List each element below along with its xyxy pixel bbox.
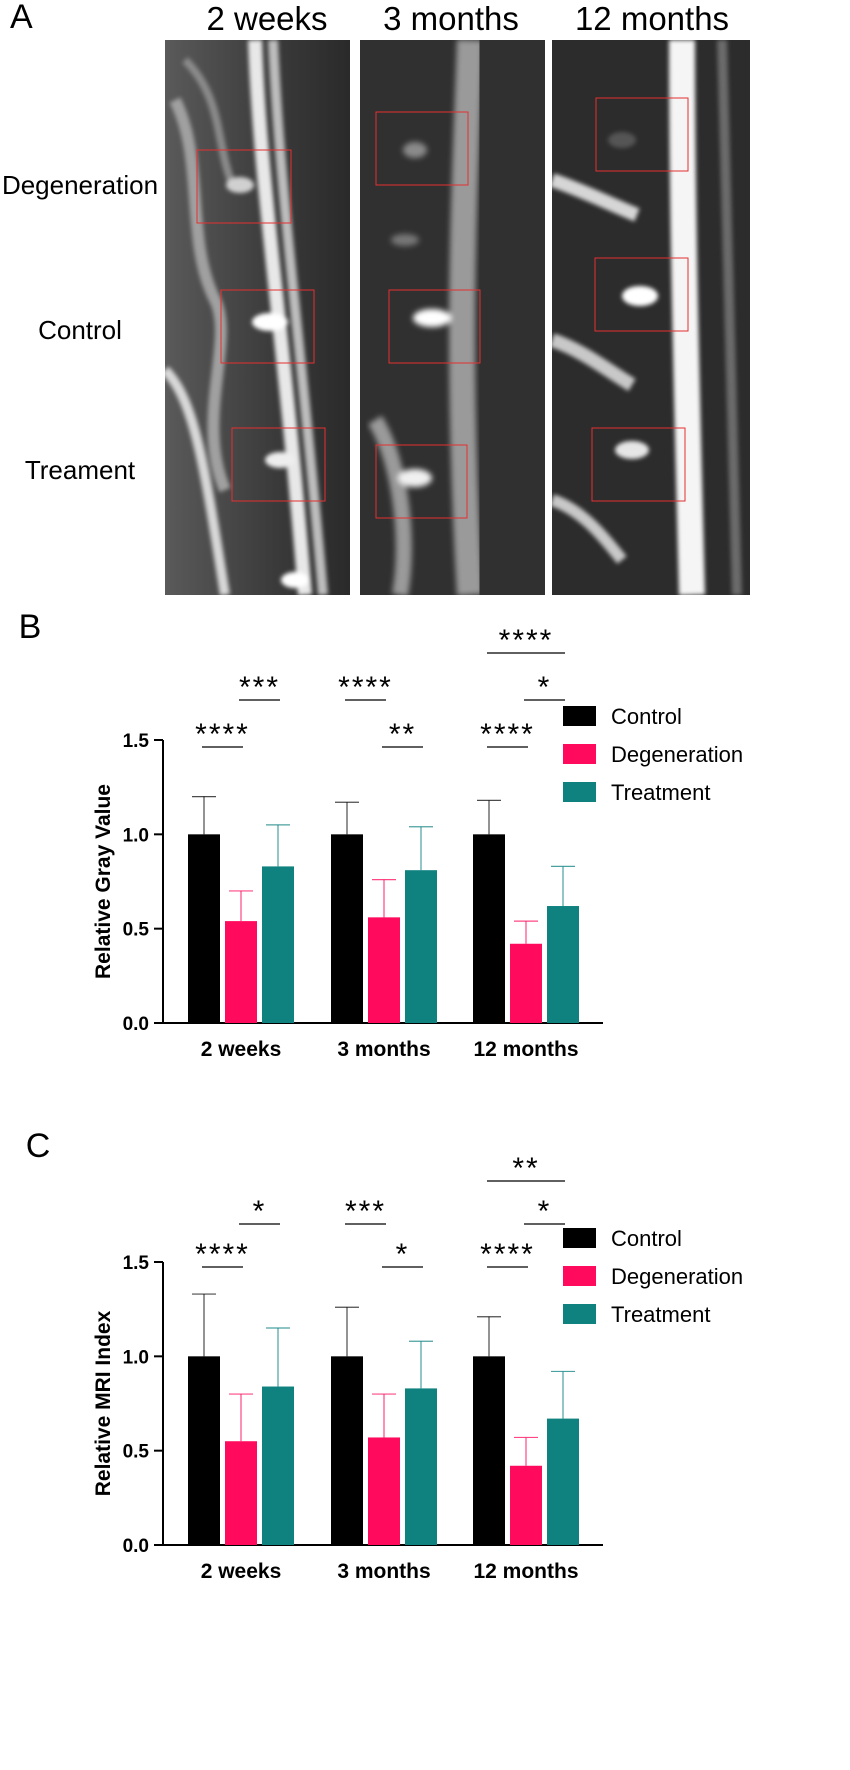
chart-c-bar [473, 1356, 505, 1545]
chart-c-legend-label: Treatment [611, 1302, 710, 1327]
mri-image-3-months [360, 40, 545, 595]
chart-c-bar [547, 1418, 579, 1545]
chart-c-significance-label: *** [345, 1195, 386, 1228]
column-header-12-months: 12 months [574, 0, 730, 37]
row-label-control: Control [38, 315, 122, 345]
chart-c-significance-label: * [538, 1195, 552, 1228]
chart-b-significance-label: **** [480, 718, 535, 751]
chart-b-bar [188, 834, 220, 1023]
chart-b-bar [368, 917, 400, 1023]
chart-c-y-tick-label: 0.5 [123, 1442, 150, 1463]
chart-b-x-tick-label: 12 months [473, 1038, 578, 1061]
chart-b-y-tick-label: 0.5 [123, 920, 150, 941]
chart-b-bar [510, 943, 542, 1023]
chart-c-legend-swatch [563, 1304, 596, 1324]
chart-c-legend-swatch [563, 1266, 596, 1286]
chart-b-significance-label: **** [195, 718, 250, 751]
chart-b-bar [262, 866, 294, 1023]
chart-c-significance-label: * [396, 1238, 410, 1271]
chart-c-bar [225, 1441, 257, 1545]
row-label-degeneration: Degeneration [1, 170, 159, 200]
chart-b-legend-label: Control [611, 704, 682, 729]
chart-b-bar [225, 921, 257, 1023]
chart-b-significance-label: *** [239, 671, 280, 704]
mri-image-2-weeks [165, 40, 350, 595]
chart-c-y-tick-label: 1.5 [123, 1253, 150, 1274]
chart-c-x-tick-label: 3 months [337, 1560, 430, 1583]
chart-c-legend-label: Control [611, 1226, 682, 1251]
column-header-3-months: 3 months [383, 0, 519, 37]
chart-c-significance-label: ** [512, 1152, 539, 1185]
chart-b-bar [405, 870, 437, 1023]
chart-c-significance-label: **** [195, 1238, 250, 1271]
row-label-treatment: Treament [24, 455, 136, 485]
chart-c-panel-letter: C [26, 1127, 51, 1165]
chart-b-significance-label: **** [338, 671, 393, 704]
chart-b-bar [473, 834, 505, 1023]
chart-c-x-tick-label: 12 months [473, 1560, 578, 1583]
chart-c-bar [405, 1388, 437, 1545]
chart-c-bar [188, 1356, 220, 1545]
chart-b-y-tick-label: 0.0 [123, 1014, 149, 1035]
chart-c-significance-label: **** [480, 1238, 535, 1271]
chart-b-significance-label: **** [499, 624, 554, 657]
chart-b-legend-swatch [563, 782, 596, 802]
chart-b-x-tick-label: 2 weeks [201, 1038, 282, 1061]
chart-c-y-tick-label: 0.0 [123, 1536, 149, 1557]
chart-b-y-axis-label: Relative Gray Value [92, 784, 115, 979]
chart-c-x-tick-label: 2 weeks [201, 1560, 282, 1583]
chart-b-legend-swatch [563, 744, 596, 764]
chart-c-y-axis-label: Relative MRI Index [92, 1310, 115, 1496]
chart-b-legend-label: Degeneration [611, 742, 743, 767]
chart-b-y-tick-label: 1.5 [123, 731, 150, 752]
column-header-2-weeks: 2 weeks [206, 0, 328, 37]
panel-a-letter: A [10, 0, 33, 36]
chart-b-significance-label: * [538, 671, 552, 704]
chart-b-legend-swatch [563, 706, 596, 726]
mri-image-12-months [552, 40, 750, 595]
chart-b-panel-letter: B [19, 608, 42, 646]
chart-c-bar [331, 1356, 363, 1545]
chart-b-bar [547, 906, 579, 1023]
chart-c-y-tick-label: 1.0 [123, 1347, 149, 1368]
chart-b-y-tick-label: 1.0 [123, 825, 149, 846]
chart-b-x-tick-label: 3 months [337, 1038, 430, 1061]
chart-b-significance-label: ** [389, 718, 416, 751]
chart-b-legend-label: Treatment [611, 780, 710, 805]
chart-b-bar [331, 834, 363, 1023]
chart-c-bar [368, 1437, 400, 1545]
chart-c-significance-label: * [253, 1195, 267, 1228]
chart-c-bar [510, 1465, 542, 1545]
chart-c-bar [262, 1386, 294, 1545]
chart-c-legend-swatch [563, 1228, 596, 1248]
chart-c-legend-label: Degeneration [611, 1264, 743, 1289]
